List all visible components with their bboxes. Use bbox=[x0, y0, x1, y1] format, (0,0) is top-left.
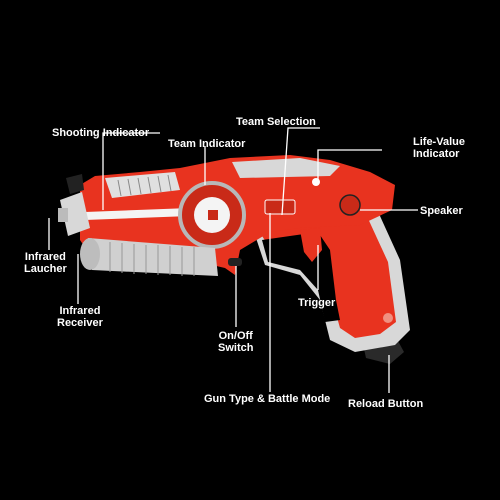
label-launcher-line1: Infrared bbox=[24, 251, 66, 263]
rail-grooves bbox=[117, 174, 172, 197]
label-gun-type-battle-mode: Gun Type & Battle Mode bbox=[204, 393, 331, 405]
label-on-off-line1: On/Off bbox=[218, 330, 253, 342]
on-off-switch-part bbox=[228, 258, 242, 266]
label-life-value-line2: Indicator bbox=[413, 148, 460, 160]
muzzle-launcher bbox=[60, 192, 90, 236]
team-selection-buttons bbox=[264, 199, 296, 215]
label-speaker: Speaker bbox=[420, 205, 463, 217]
label-infrared-receiver: Infrared Receiver bbox=[57, 305, 103, 329]
infrared-receiver-part bbox=[80, 238, 100, 270]
label-life-value-indicator: Life-Value Indicator bbox=[413, 136, 465, 160]
barrel-ribs bbox=[109, 242, 195, 276]
label-on-off-line2: Switch bbox=[218, 342, 254, 354]
label-receiver-line1: Infrared bbox=[59, 305, 101, 317]
label-launcher-line2: Laucher bbox=[24, 263, 67, 275]
trigger-guard bbox=[262, 232, 340, 322]
line-life-value bbox=[317, 149, 382, 180]
label-on-off-switch: On/Off Switch bbox=[218, 330, 253, 354]
label-team-indicator: Team Indicator bbox=[168, 138, 246, 150]
handle-button bbox=[383, 313, 393, 323]
label-reload-button: Reload Button bbox=[348, 398, 424, 410]
label-shooting-indicator: Shooting Indicator bbox=[52, 127, 150, 139]
speaker-grille bbox=[339, 194, 361, 216]
label-team-selection: Team Selection bbox=[236, 116, 316, 128]
label-life-value-line1: Life-Value bbox=[413, 136, 465, 148]
label-infrared-launcher: Infrared Laucher bbox=[24, 251, 67, 275]
top-plate bbox=[232, 158, 340, 178]
lower-barrel bbox=[88, 238, 218, 276]
trigger-part bbox=[300, 228, 322, 262]
line-team-selection bbox=[281, 127, 320, 216]
label-receiver-line2: Receiver bbox=[57, 317, 103, 329]
line-shooting-indicator bbox=[102, 132, 160, 210]
rear-sight bbox=[66, 174, 84, 194]
side-stripe bbox=[85, 208, 190, 220]
label-trigger: Trigger bbox=[298, 297, 336, 309]
